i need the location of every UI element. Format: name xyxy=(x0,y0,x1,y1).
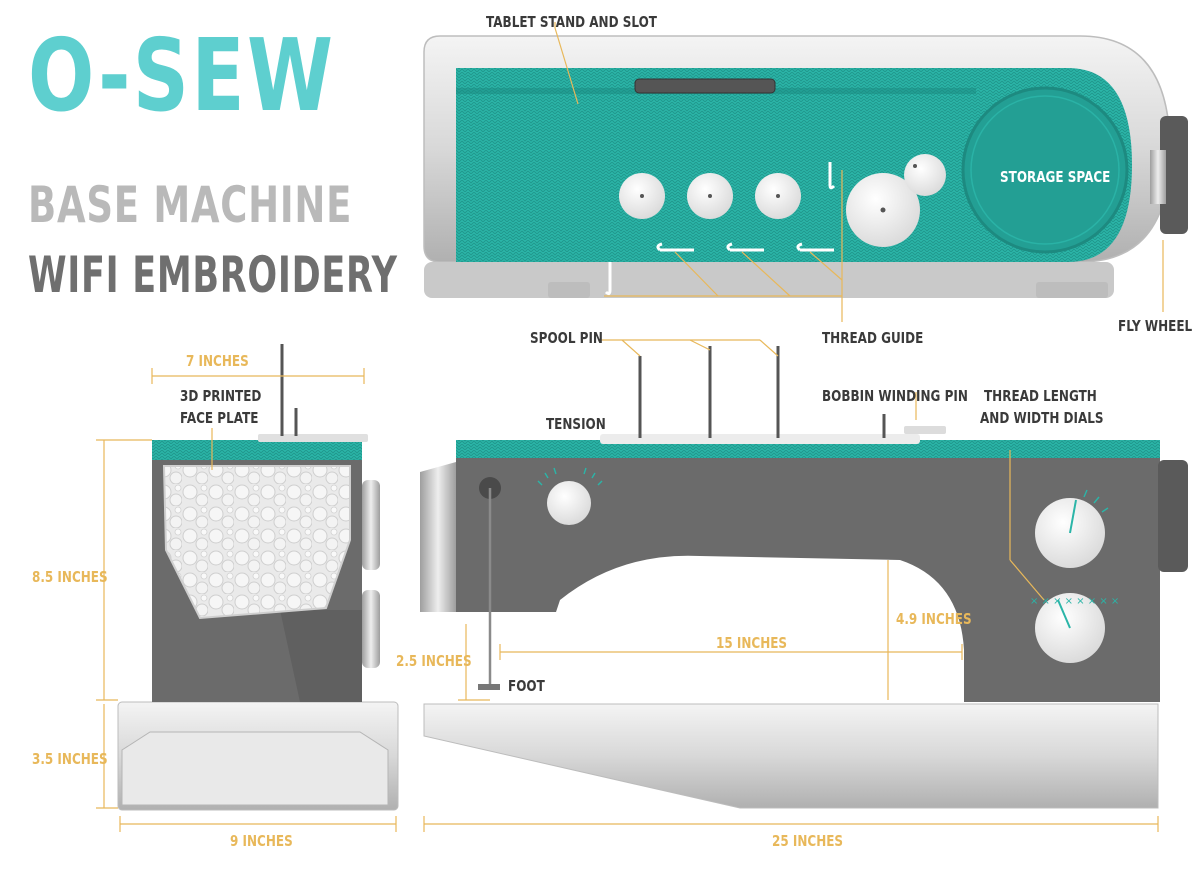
dimension-arm-height: 4.9 INCHES xyxy=(896,610,972,628)
svg-text:× × × × × × × ×: × × × × × × × × xyxy=(1030,596,1119,607)
thread-dials-label-line2: AND WIDTH DIALS xyxy=(980,409,1104,427)
fly-wheel-label: FLY WHEEL xyxy=(1118,317,1193,335)
dimension-base-height: 3.5 INCHES xyxy=(32,750,108,768)
dimension-width-top: 7 INCHES xyxy=(186,352,249,370)
bobbin-winding-pin-label: BOBBIN WINDING PIN xyxy=(822,387,968,405)
thread-dials-label-line1: THREAD LENGTH xyxy=(984,387,1097,405)
top-view: STORAGE SPACE xyxy=(423,22,1188,322)
dimension-foot-height: 2.5 INCHES xyxy=(396,652,472,670)
foot-label: FOOT xyxy=(508,677,545,695)
face-plate-label-line1: 3D PRINTED xyxy=(180,387,262,405)
spool-pin-label: SPOOL PIN xyxy=(530,329,603,347)
brand-title: O-SEW xyxy=(28,17,336,134)
face-plate-label-line2: FACE PLATE xyxy=(180,409,259,427)
dimension-arm-length: 15 INCHES xyxy=(716,634,788,652)
side-view: × × × × × × × × xyxy=(420,339,1188,832)
dimension-body-height: 8.5 INCHES xyxy=(32,568,108,586)
dimension-base-width: 9 INCHES xyxy=(230,832,293,850)
thread-guide-label: THREAD GUIDE xyxy=(822,329,924,347)
tablet-stand-label: TABLET STAND AND SLOT xyxy=(486,13,657,31)
storage-space-label: STORAGE SPACE xyxy=(1000,169,1110,187)
dimension-total-length: 25 INCHES xyxy=(772,832,844,850)
subtitle-base-machine: BASE MACHINE xyxy=(28,176,353,234)
tension-label: TENSION xyxy=(546,415,606,433)
subtitle-wifi-embroidery: WIFI EMBROIDERY xyxy=(28,246,398,304)
front-view xyxy=(96,344,399,832)
